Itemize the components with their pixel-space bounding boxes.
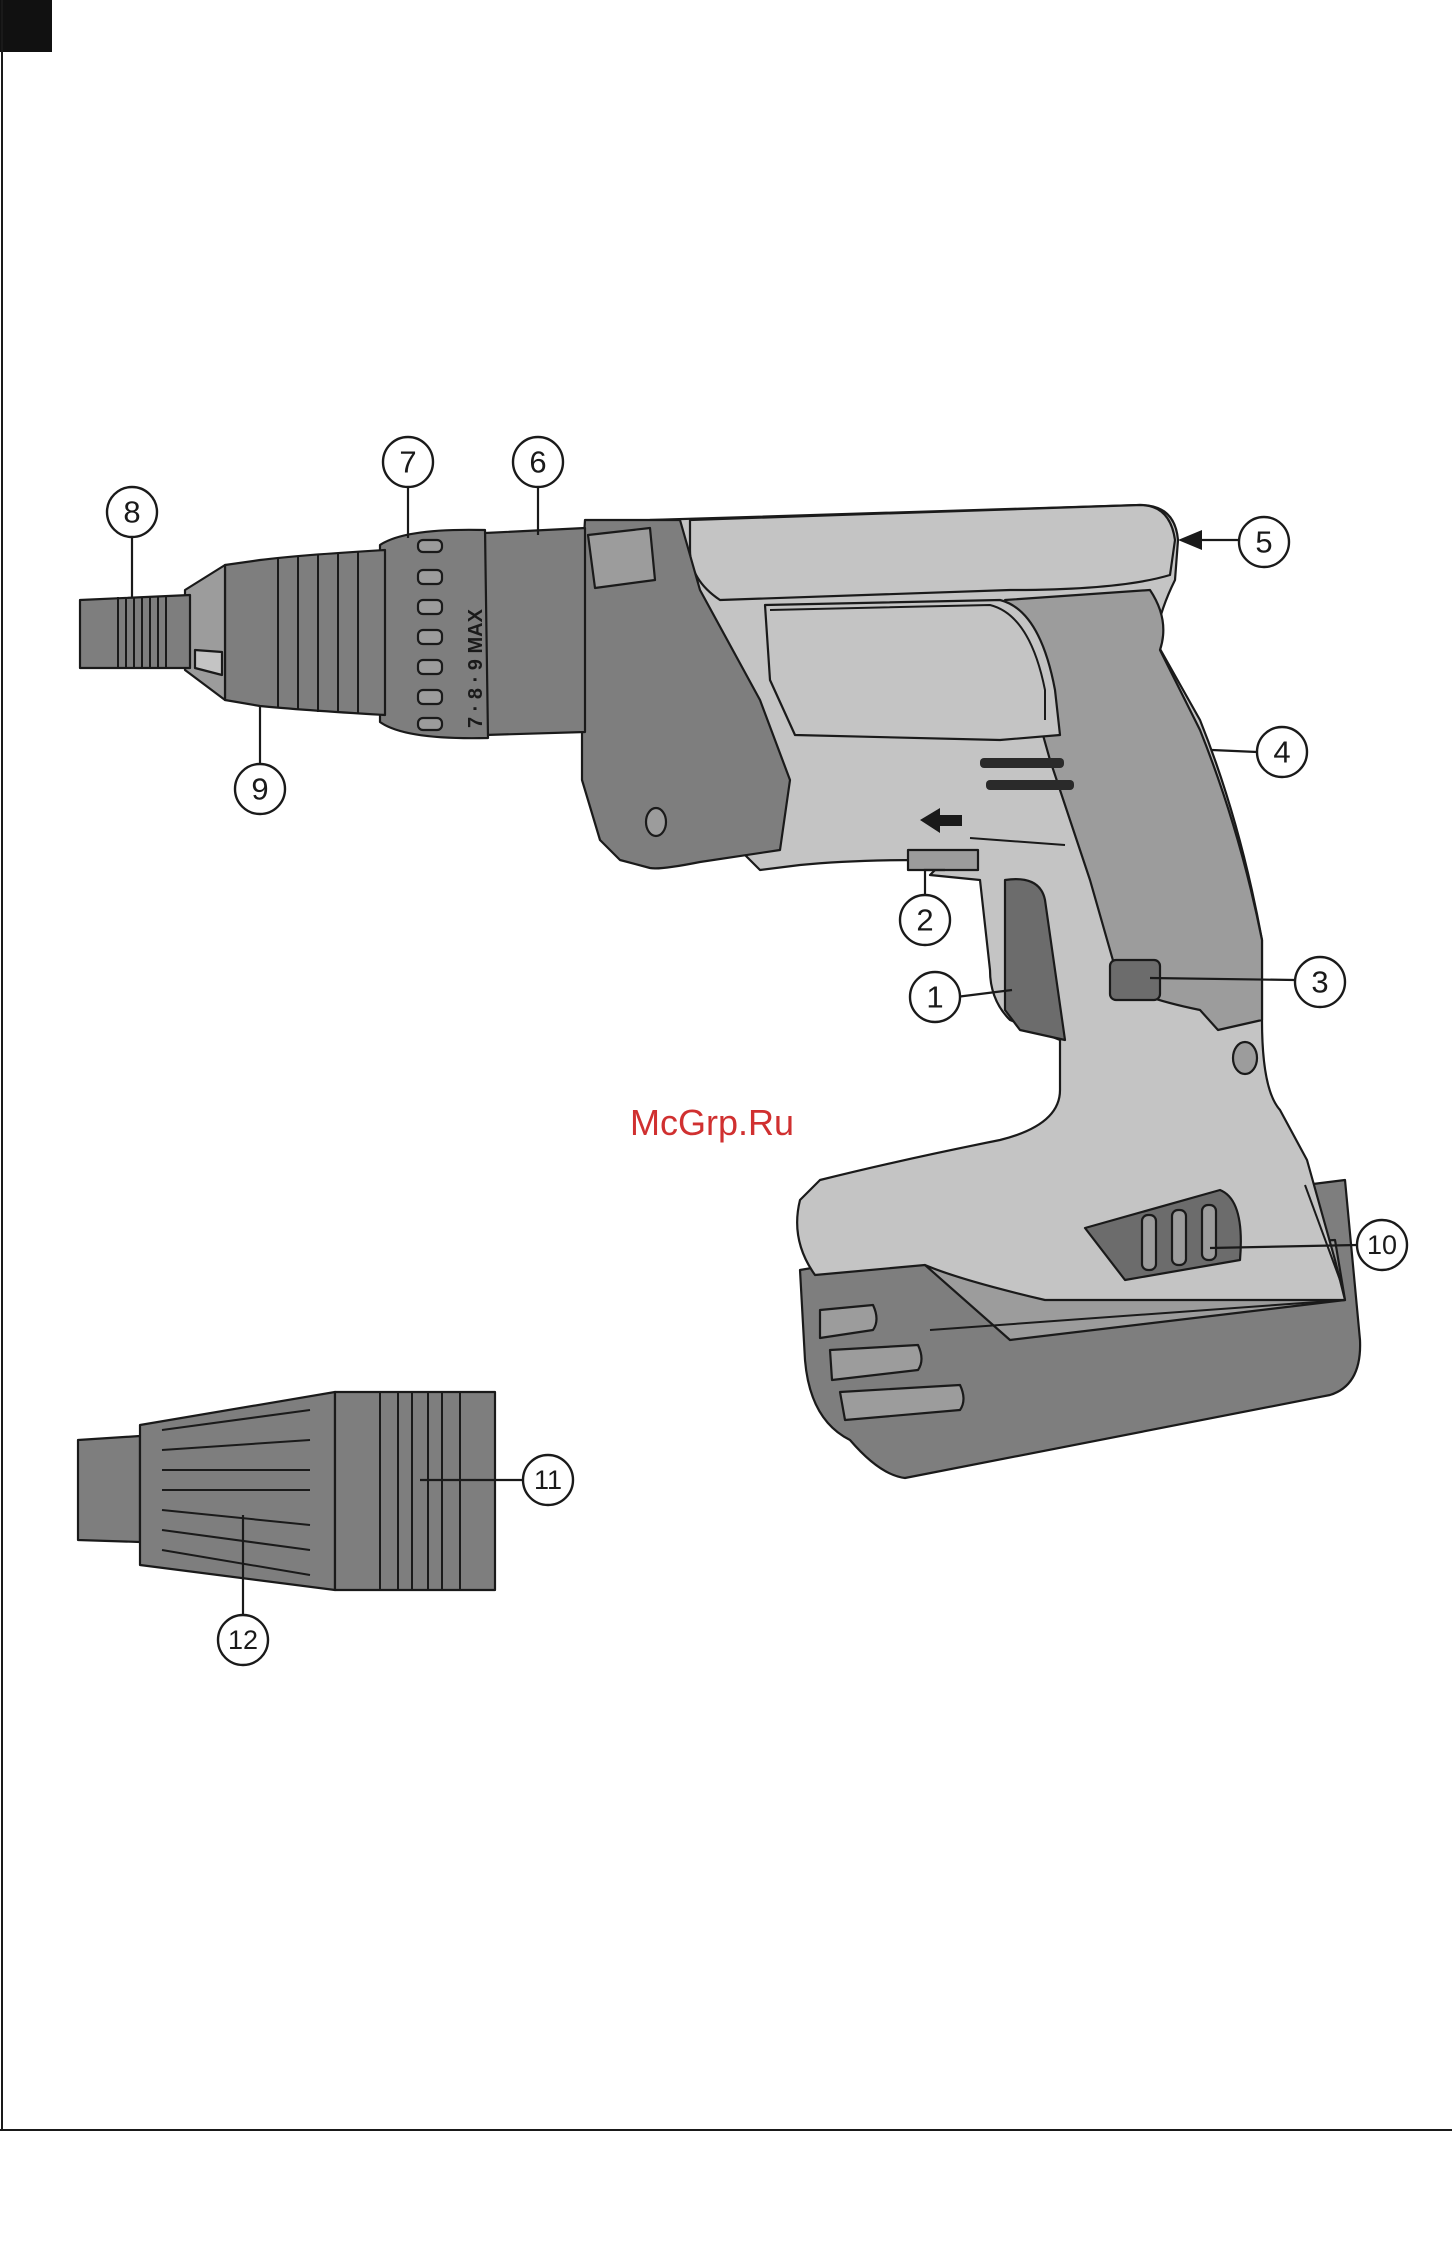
svg-text:7: 7 bbox=[399, 445, 416, 480]
bit-holder-threads bbox=[118, 597, 166, 668]
svg-text:8: 8 bbox=[123, 495, 140, 530]
housing-top-panel bbox=[690, 505, 1175, 600]
callout-10: 10 bbox=[1357, 1220, 1407, 1270]
svg-text:3: 3 bbox=[1311, 965, 1328, 1000]
callout-7: 7 bbox=[383, 437, 433, 487]
locating-sleeve bbox=[225, 550, 385, 715]
watermark: McGrp.Ru bbox=[630, 1102, 794, 1143]
direction-switch bbox=[908, 850, 978, 870]
svg-text:2: 2 bbox=[916, 903, 933, 938]
callout-9: 9 bbox=[235, 764, 285, 814]
svg-text:12: 12 bbox=[228, 1625, 258, 1655]
gearbox-top-tab bbox=[588, 528, 655, 588]
screwdriver-illustration: 7 · 8 · 9 MAX bbox=[80, 505, 1360, 1478]
svg-text:11: 11 bbox=[534, 1465, 562, 1495]
leader-4 bbox=[1212, 750, 1257, 752]
svg-text:1: 1 bbox=[926, 980, 943, 1015]
callout-1: 1 bbox=[910, 972, 960, 1022]
callout-2: 2 bbox=[900, 895, 950, 945]
svg-text:9: 9 bbox=[251, 772, 268, 807]
svg-text:5: 5 bbox=[1255, 525, 1272, 560]
svg-text:10: 10 bbox=[1367, 1230, 1397, 1260]
callout-4: 4 bbox=[1257, 727, 1307, 777]
attachment-illustration bbox=[78, 1392, 495, 1590]
depth-scale-label: 7 · 8 · 9 MAX bbox=[465, 608, 487, 728]
gearbox-screw bbox=[646, 808, 666, 836]
lock-button bbox=[1110, 960, 1160, 1000]
callout-8: 8 bbox=[107, 487, 157, 537]
callout-3: 3 bbox=[1295, 957, 1345, 1007]
collar bbox=[485, 528, 585, 735]
leader-5-arrow bbox=[1178, 530, 1202, 550]
callout-5: 5 bbox=[1239, 517, 1289, 567]
svg-text:4: 4 bbox=[1273, 735, 1290, 770]
attachment-nose bbox=[78, 1436, 140, 1542]
attachment-collar bbox=[335, 1392, 495, 1590]
release-catch-ribs bbox=[1142, 1205, 1216, 1270]
svg-text:6: 6 bbox=[529, 445, 546, 480]
callout-6: 6 bbox=[513, 437, 563, 487]
side-screw bbox=[1233, 1042, 1257, 1074]
callout-12: 12 bbox=[218, 1615, 268, 1665]
corner-marker bbox=[0, 0, 52, 52]
callout-11: 11 bbox=[523, 1455, 573, 1505]
